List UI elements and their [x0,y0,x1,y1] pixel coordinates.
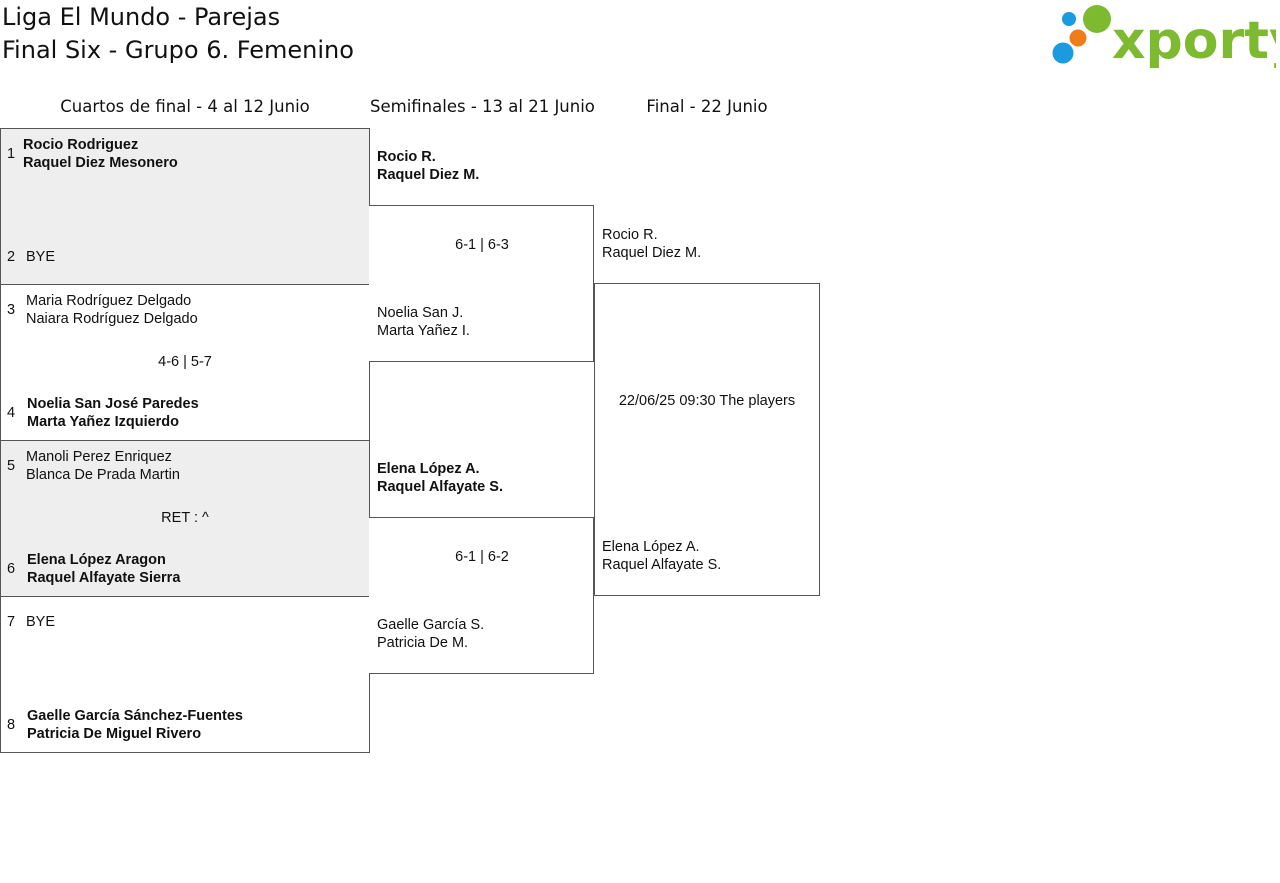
seed-number: 2 [7,249,16,265]
seed-number: 6 [7,561,16,577]
player-name: Noelia San José Paredes [27,396,199,412]
seed-number: 4 [7,405,16,421]
player-name: Gaelle García S. [377,617,485,633]
player-name: Maria Rodríguez Delgado [26,293,192,309]
round-header-quarterfinals: Cuartos de final - 4 al 12 Junio [60,97,310,116]
round-header-semifinals: Semifinales - 13 al 21 Junio [370,97,595,116]
semifinal-match-2 [369,517,594,674]
quarterfinal-match-1 [0,128,370,285]
player-name: Raquel Diez Mesonero [23,155,178,171]
player-name: Rocio R. [602,227,658,243]
logo-wordmark: xporty [1112,11,1276,68]
semifinal-match-1 [369,205,594,362]
player-name: BYE [26,614,56,630]
player-name: BYE [26,249,56,265]
match-score: 4-6 | 5-7 [158,354,212,370]
logo-dot-blue [1062,12,1076,26]
player-name: Patricia De M. [377,635,469,651]
logo-dot-orange [1069,29,1087,47]
player-name: Raquel Alfayate S. [602,557,722,573]
player-name: Patricia De Miguel Rivero [27,726,202,742]
page-title: Liga El Mundo - Parejas [2,3,281,31]
xporty-logo: xporty [1052,5,1276,68]
seed-number: 8 [7,717,16,733]
page-subtitle: Final Six - Grupo 6. Femenino [2,36,354,64]
quarterfinal-match-2 [0,284,370,441]
player-name: Elena López Aragon [27,552,166,568]
player-name: Rocio Rodriguez [23,137,139,153]
match-score: RET : ^ [161,510,209,526]
quarterfinal-match-4 [0,596,370,753]
player-name: Elena López A. [377,461,480,477]
player-name: Blanca De Prada Martin [26,467,180,483]
logo-dot-blue-large [1052,42,1074,64]
match-score: 6-1 | 6-2 [455,549,509,565]
player-name: Raquel Diez M. [602,245,702,261]
player-name: Elena López A. [602,539,700,555]
seed-number: 1 [7,146,16,162]
player-name: Manoli Perez Enriquez [26,449,172,465]
player-name: Naiara Rodríguez Delgado [26,311,198,327]
seed-number: 5 [7,458,16,474]
round-header-final: Final - 22 Junio [646,97,768,116]
player-name: Noelia San J. [377,305,464,321]
player-name: Raquel Diez M. [377,167,480,183]
logo-dot-green [1083,5,1111,33]
player-name: Marta Yañez Izquierdo [27,414,180,430]
seed-number: 3 [7,302,16,318]
player-name: Raquel Alfayate S. [377,479,503,495]
player-name: Marta Yañez I. [377,323,470,339]
final-match [594,283,820,596]
final-schedule: 22/06/25 09:30 The players [618,393,796,409]
player-name: Raquel Alfayate Sierra [27,570,181,586]
match-score: 6-1 | 6-3 [455,237,509,253]
seed-number: 7 [7,614,16,630]
player-name: Gaelle García Sánchez-Fuentes [27,708,243,724]
player-name: Rocio R. [377,149,436,165]
